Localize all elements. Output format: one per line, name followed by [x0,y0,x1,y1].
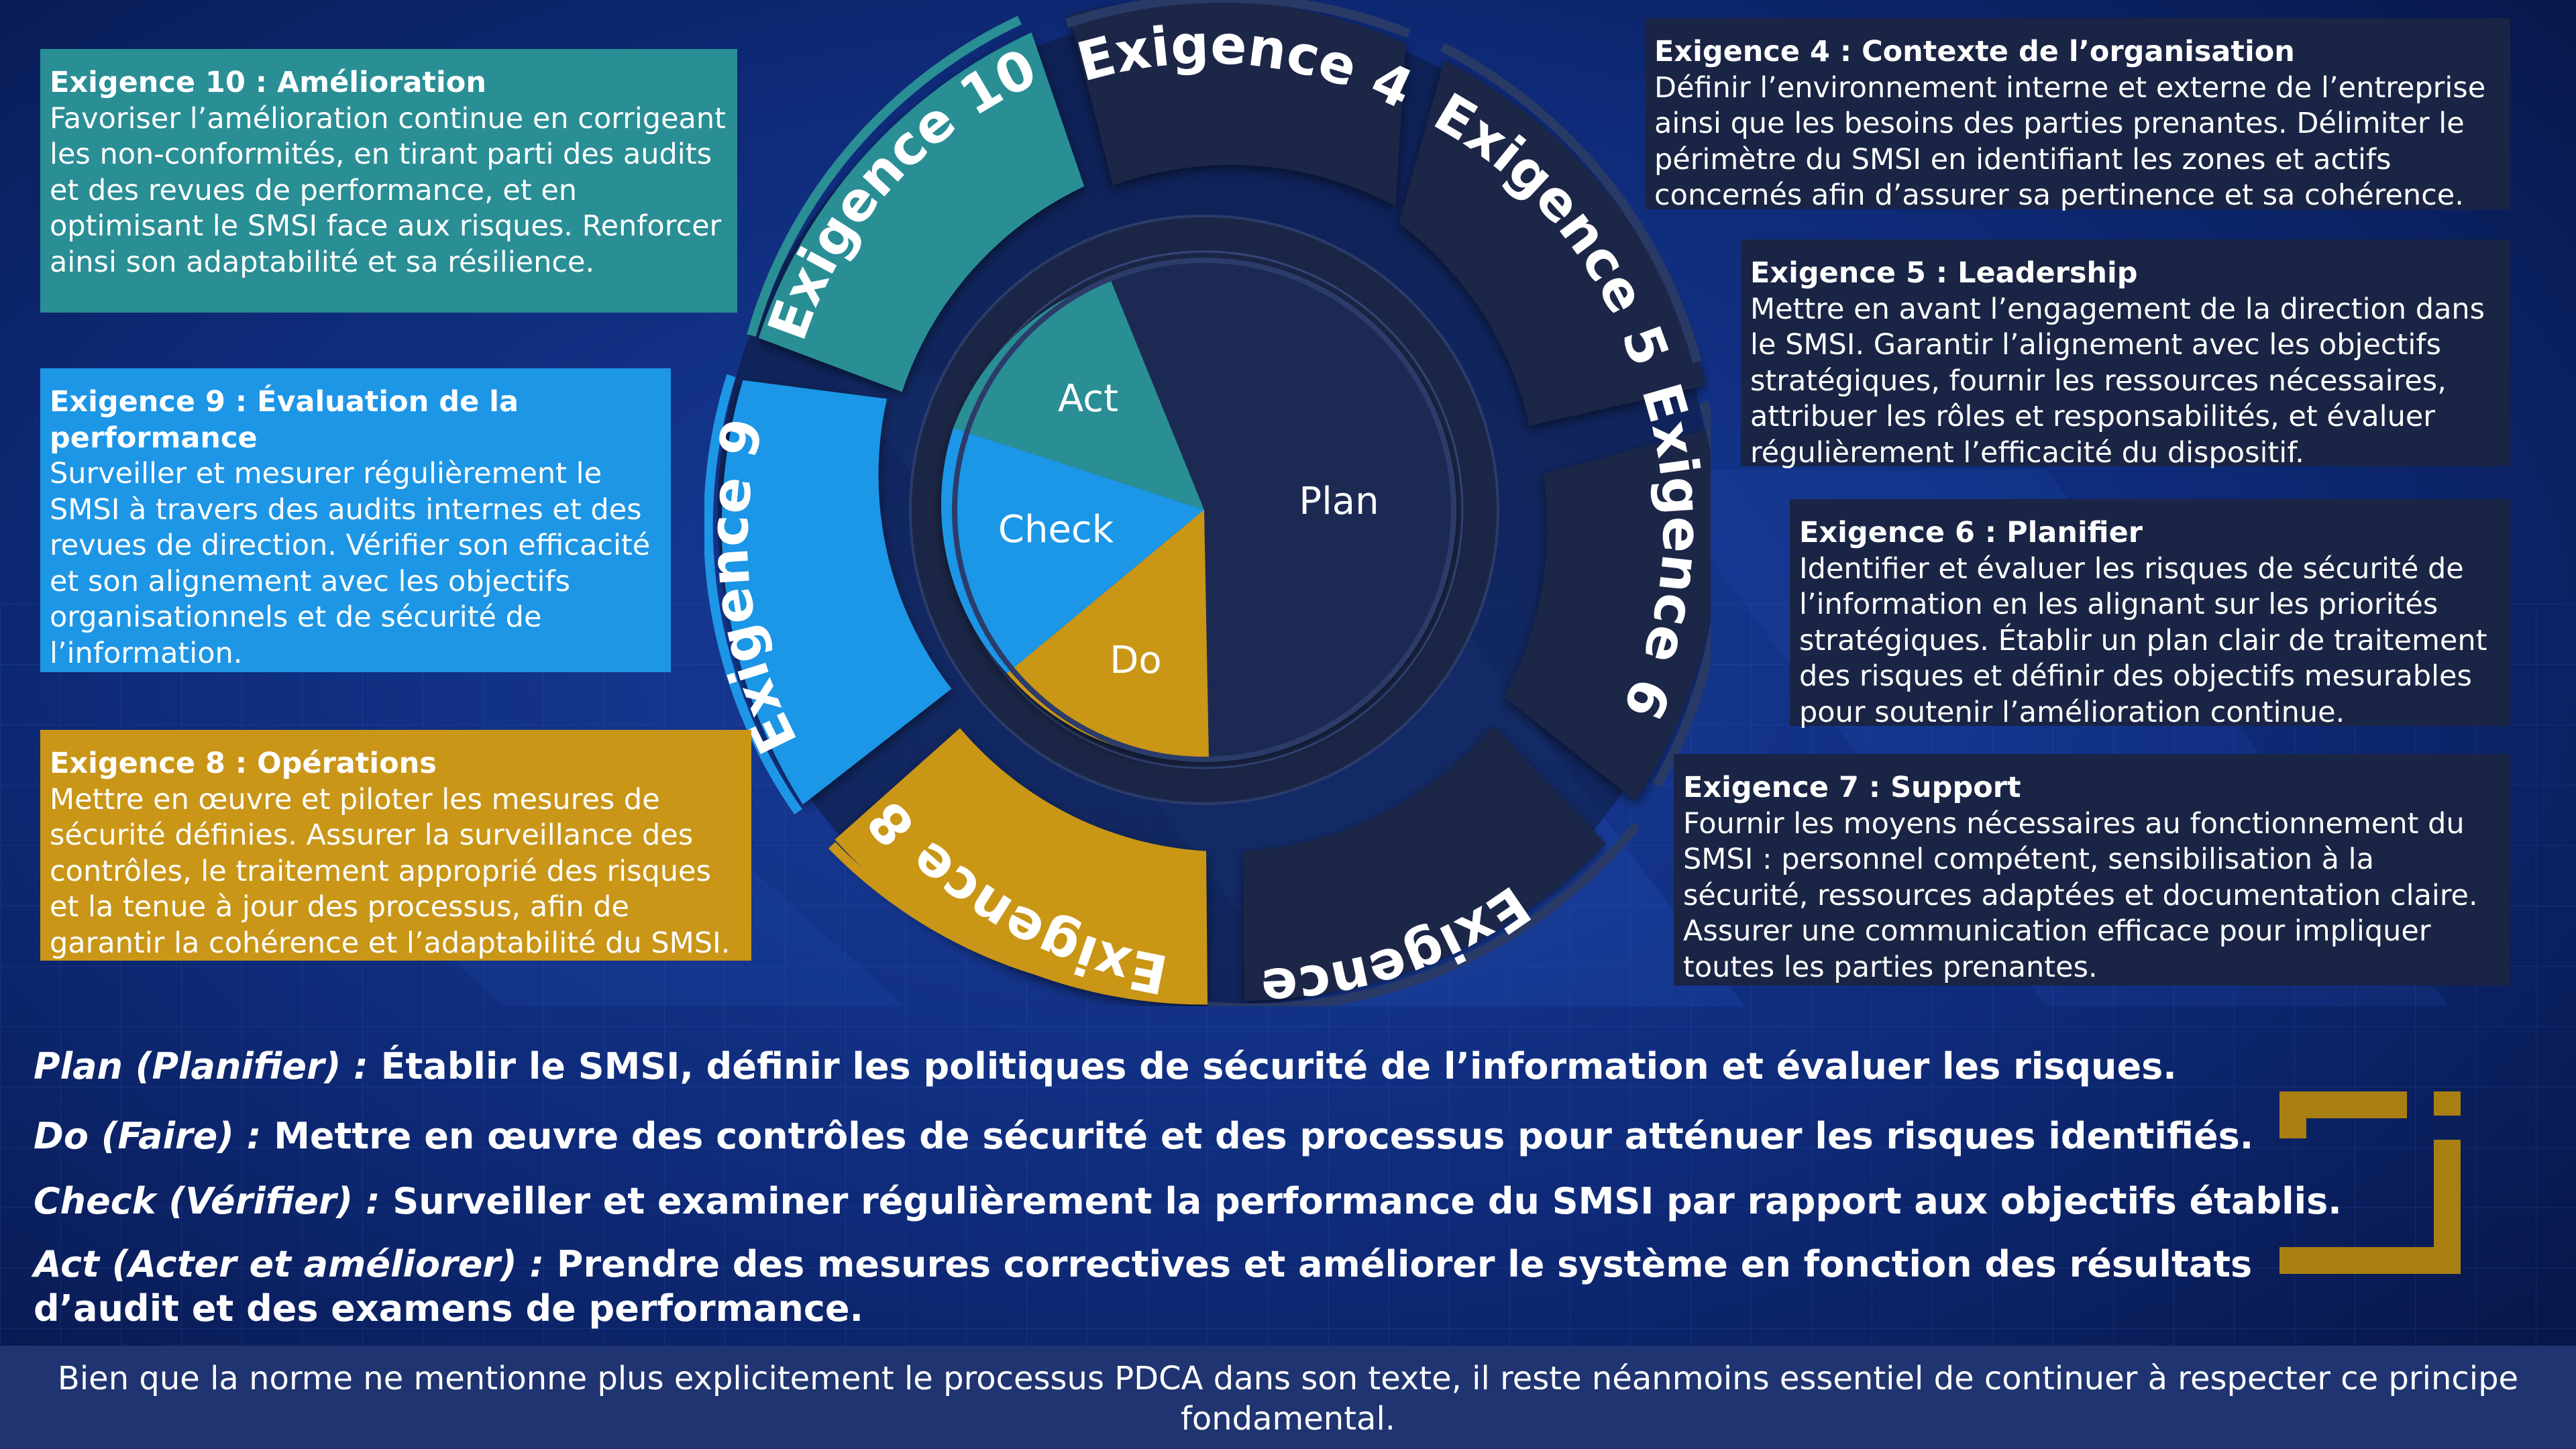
segment-exigence-5 [1399,60,1707,426]
brand-logo-icon [2279,1091,2461,1274]
box-title: Exigence 9 : Évaluation de la performanc… [50,385,519,455]
segment-exigence-9 [721,380,952,805]
box-text: Définir l’environnement interne et exter… [1654,70,2486,213]
box-text: Surveiller et mesurer régulièrement le S… [50,457,651,670]
box-exigence-5: Exigence 5 : Leadership Mettre en avant … [1741,239,2510,470]
pdca-label: Check (Vérifier) : [34,1180,380,1222]
footer-text: Bien que la norme ne mentionne plus expl… [57,1360,2519,1438]
pdca-check: Check (Vérifier) : Surveiller et examine… [34,1179,2342,1224]
box-text: Identifier et évaluer les risques de séc… [1799,551,2487,729]
box-text: Mettre en œuvre et piloter les mesures d… [50,782,731,960]
box-exigence-9: Exigence 9 : Évaluation de la performanc… [40,368,671,672]
pdca-label: Plan (Planifier) : [34,1045,368,1087]
segment-exigence-7 [1243,725,1606,1002]
segment-exigence-10 [758,32,1085,392]
box-exigence-8: Exigence 8 : Opérations Mettre en œuvre … [40,730,751,961]
pdca-act: Act (Acter et améliorer) : Prendre des m… [34,1242,2252,1331]
box-exigence-10: Exigence 10 : Amélioration Favoriser l’a… [40,49,737,313]
box-title: Exigence 4 : Contexte de l’organisation [1654,35,2295,68]
label-check: Check [998,508,1114,551]
box-title: Exigence 5 : Leadership [1750,256,2138,290]
box-exigence-7: Exigence 7 : Support Fournir les moyens … [1674,754,2510,985]
box-exigence-6: Exigence 6 : Planifier Identifier et éva… [1790,499,2510,729]
pie-plan [1110,260,1456,759]
pdca-text: Mettre en œuvre des contrôles de sécurit… [274,1115,2254,1157]
segment-exigence-4 [1069,0,1406,207]
pie-act [953,279,1204,510]
box-text: Favoriser l’amélioration continue en cor… [50,101,727,279]
label-act: Act [1058,377,1118,421]
footer-banner: Bien que la norme ne mentionne plus expl… [0,1346,2576,1449]
box-title: Exigence 10 : Amélioration [50,66,486,99]
box-title: Exigence 6 : Planifier [1799,516,2143,549]
pdca-text: Prendre des mesures correctives et améli… [556,1243,2253,1285]
pdca-do: Do (Faire) : Mettre en œuvre des contrôl… [34,1114,2253,1159]
pdca-plan: Plan (Planifier) : Établir le SMSI, défi… [34,1044,2177,1089]
box-text: Mettre en avant l’engagement de la direc… [1750,292,2485,470]
box-title: Exigence 7 : Support [1683,771,2021,804]
pie-do [1007,510,1209,759]
label-plan: Plan [1299,480,1379,523]
pdca-text-continued: d’audit et des examens de performance. [34,1287,863,1330]
segment-exigence-8 [835,728,1208,1005]
pdca-text: Surveiller et examiner régulièrement la … [392,1180,2342,1222]
pdca-wheel: Plan Act Check Do Exigence 4 Exigence 5 … [704,0,1711,1006]
box-exigence-4: Exigence 4 : Contexte de l’organisation … [1645,18,2510,212]
pdca-label: Do (Faire) : [34,1115,262,1157]
label-do: Do [1110,639,1161,682]
box-title: Exigence 8 : Opérations [50,747,437,780]
pdca-label: Act (Acter et améliorer) : [34,1243,545,1285]
pie-check [941,428,1204,674]
box-text: Fournir les moyens nécessaires au foncti… [1683,806,2478,984]
pdca-text: Établir le SMSI, définir les politiques … [380,1045,2177,1087]
segment-exigence-6 [1503,428,1711,801]
